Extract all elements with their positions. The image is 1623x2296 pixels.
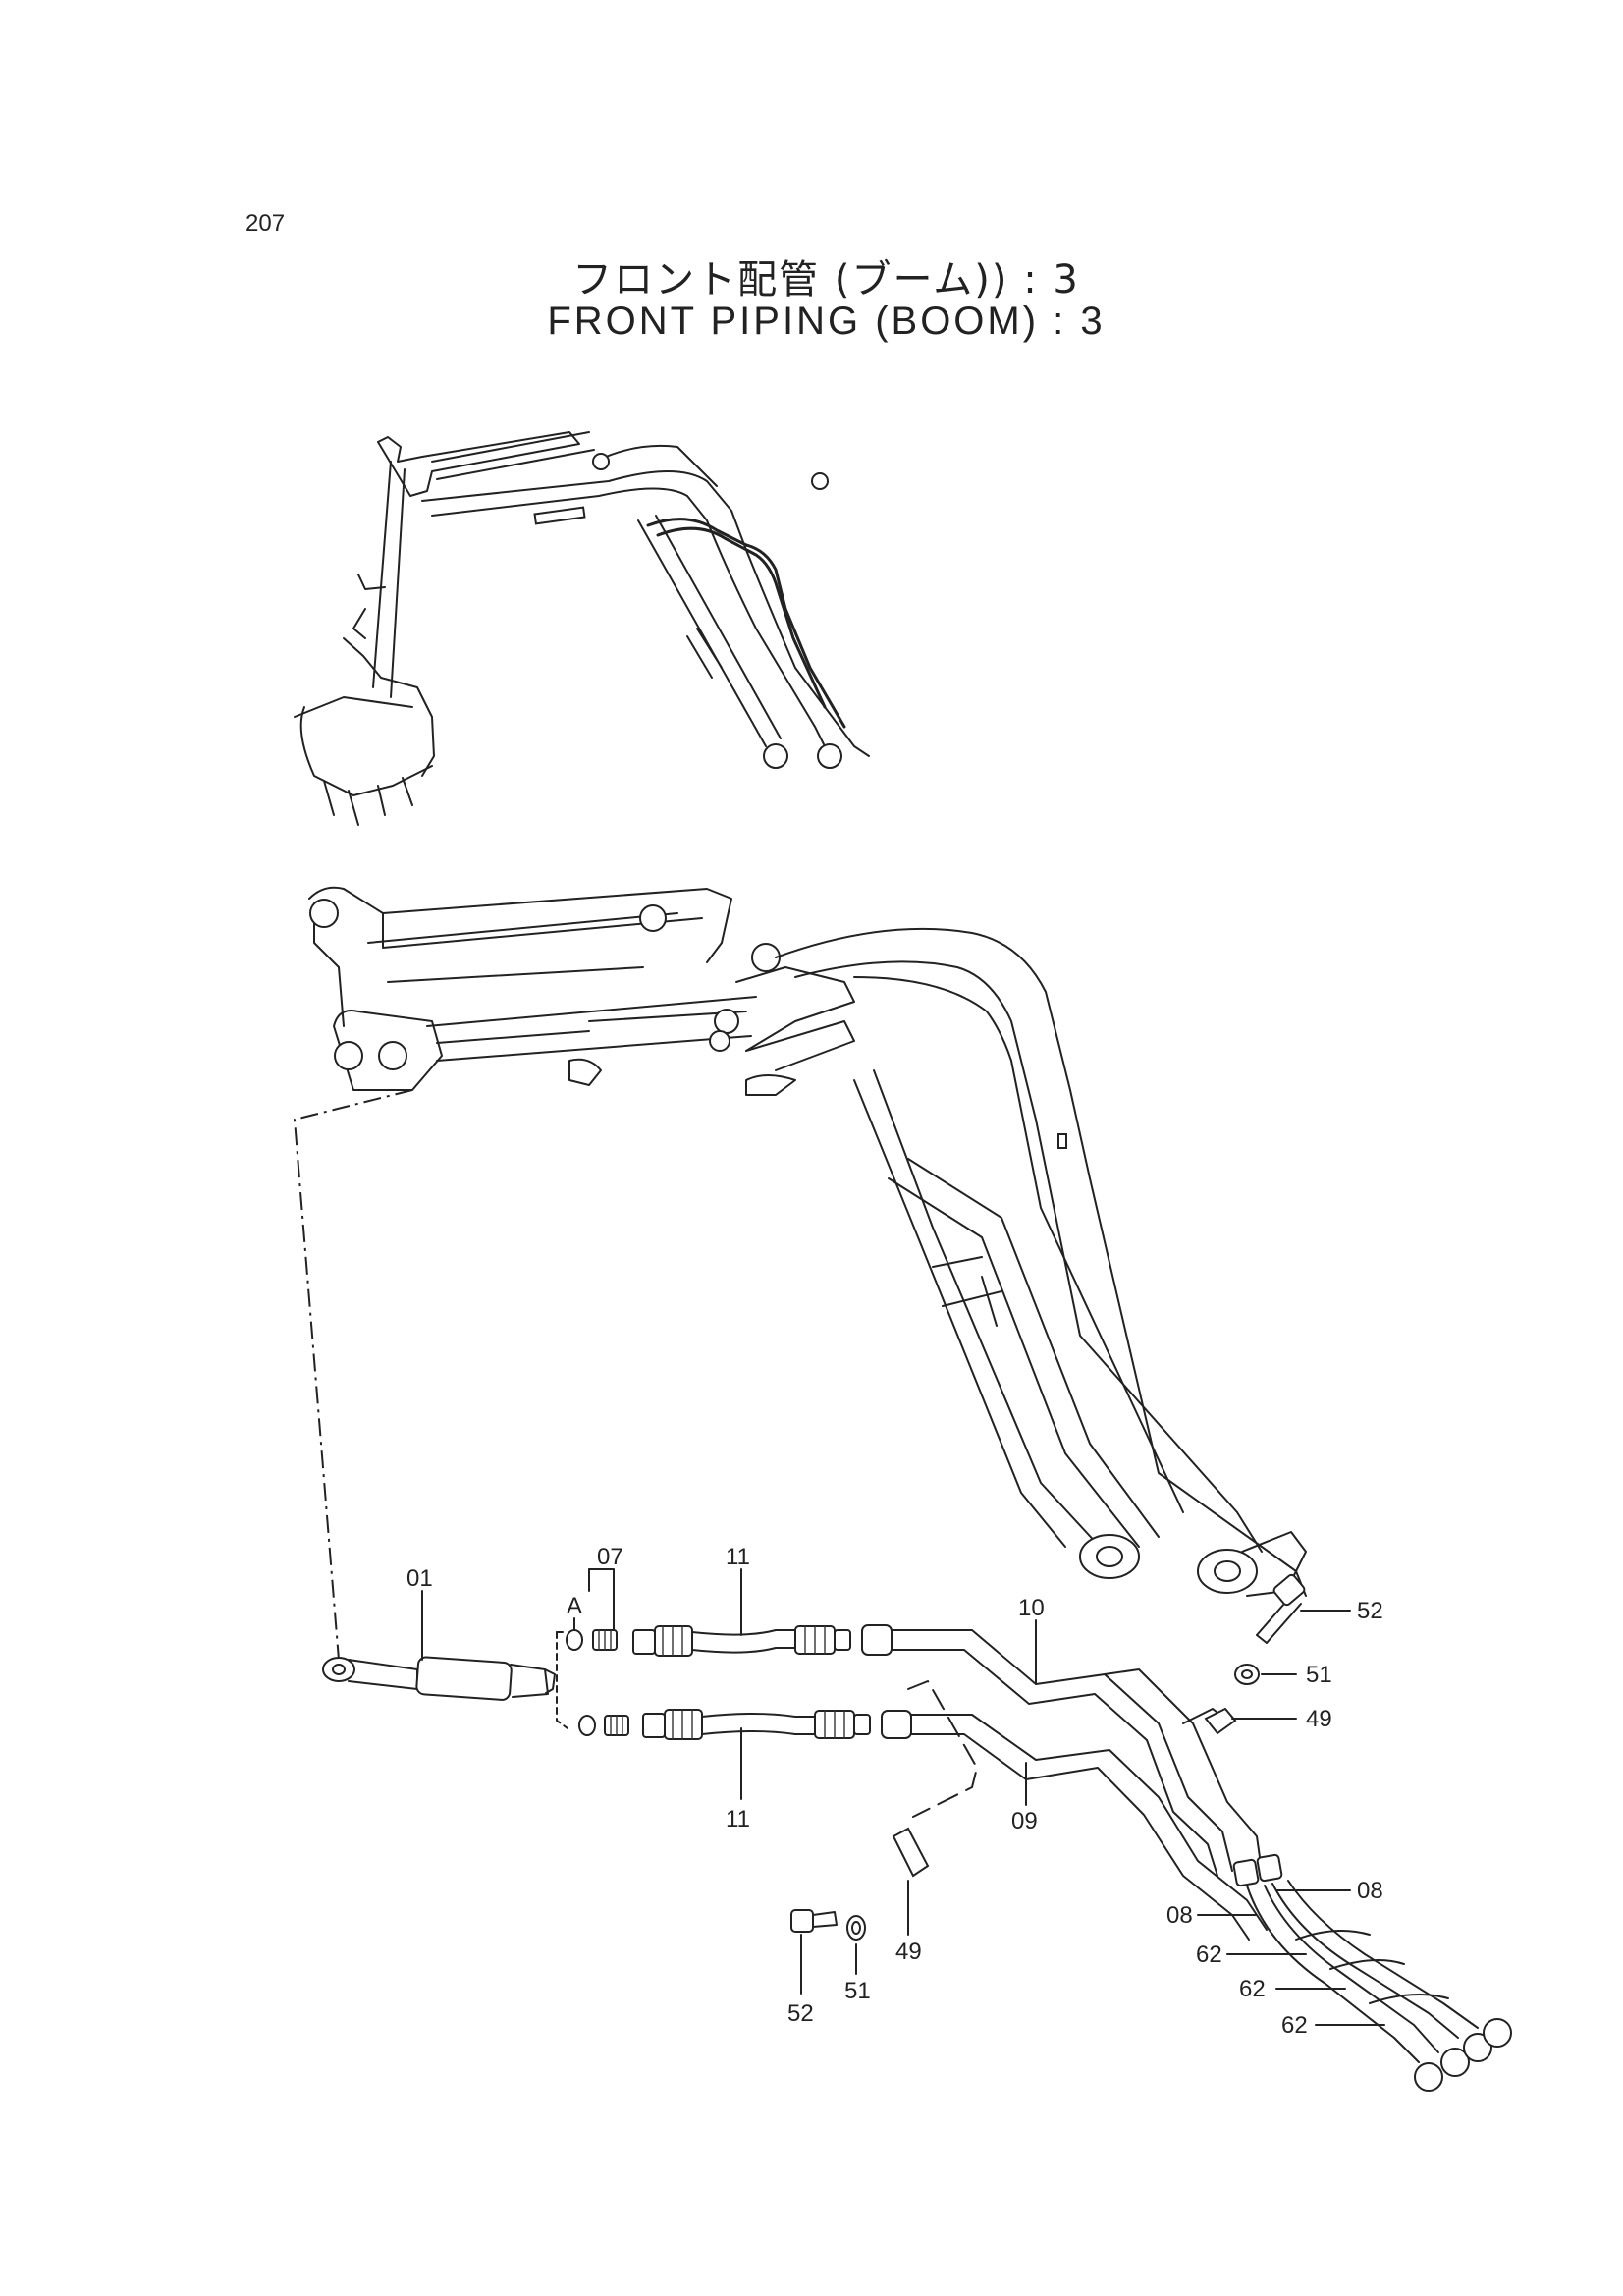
callout-08-left: 08 — [1166, 1902, 1193, 1929]
callout-52-bottom: 52 — [787, 2000, 814, 2027]
callout-leaders — [421, 1568, 1385, 2026]
callout-10: 10 — [1018, 1595, 1045, 1621]
part-52-bolt-bottom — [790, 1909, 838, 1933]
callout-51-right: 51 — [1306, 1662, 1332, 1688]
callout-62-b: 62 — [1239, 1976, 1266, 2002]
part-10-09-pipes — [861, 1624, 1268, 1941]
callout-11-bottom: 11 — [726, 1806, 750, 1832]
callout-49-bottom: 49 — [895, 1939, 922, 1965]
page-title-japanese: フロント配管 (ブーム)) : 3 — [572, 257, 1080, 302]
reference-leader-line — [293, 1089, 413, 1661]
callout-01: 01 — [406, 1565, 433, 1592]
callout-49-right: 49 — [1306, 1706, 1332, 1732]
part-52-bolt-right — [1256, 1573, 1306, 1644]
callout-62-a: 62 — [1196, 1941, 1222, 1968]
callout-51-bottom: 51 — [844, 1978, 871, 2004]
callout-52-right: 52 — [1357, 1598, 1383, 1624]
callout-07: 07 — [597, 1544, 623, 1570]
part-49-clamp-bottom — [892, 1827, 930, 1878]
part-49-clamp-right — [1204, 1707, 1237, 1735]
overview-front-attachment — [294, 431, 870, 826]
page-title-english: FRONT PIPING (BOOM) : 3 — [547, 300, 1106, 343]
part-01-cylinder — [322, 1656, 556, 1701]
callout-11-top: 11 — [726, 1544, 750, 1570]
callout-62-c: 62 — [1281, 2012, 1308, 2039]
callout-08-right: 08 — [1357, 1878, 1383, 1904]
part-62-bands — [1295, 1930, 1449, 2004]
part-11-hoses — [632, 1625, 871, 1740]
page-number: 207 — [245, 210, 286, 237]
boom-detail-illustration — [308, 886, 1307, 1597]
callout-a: A — [567, 1593, 582, 1619]
callout-09: 09 — [1011, 1808, 1038, 1834]
part-07-fittings — [566, 1629, 629, 1736]
